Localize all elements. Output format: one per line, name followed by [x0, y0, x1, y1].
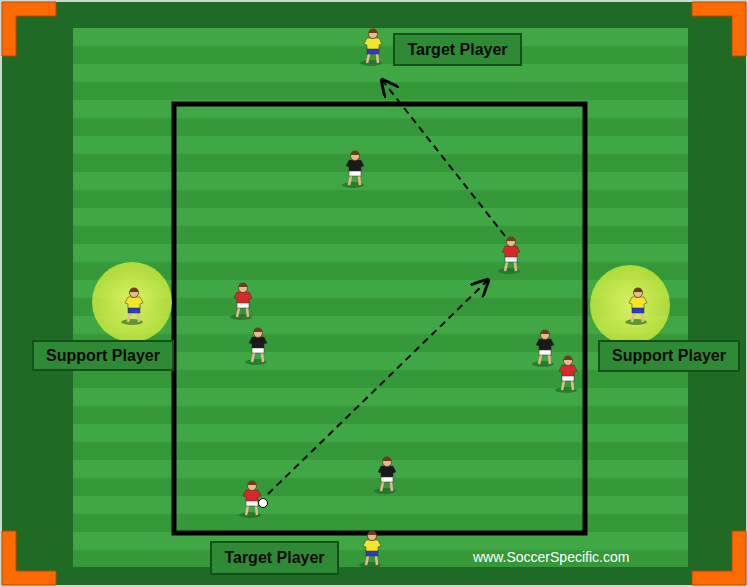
label-text: Target Player — [224, 549, 324, 567]
label-box: Support Player — [598, 340, 740, 372]
stripe — [73, 136, 688, 154]
players — [121, 29, 647, 569]
player-figure — [359, 531, 381, 569]
player-figure — [121, 288, 143, 326]
player-figure — [245, 328, 267, 366]
stripe — [73, 118, 688, 136]
watermark: www.SoccerSpecific.com — [473, 549, 629, 565]
pitch-stripes — [73, 28, 688, 567]
player-figure — [625, 288, 647, 326]
stripe — [73, 460, 688, 478]
player-figure — [532, 330, 554, 368]
label-box: Support Player — [32, 340, 174, 371]
label-box: Target Player — [210, 541, 339, 575]
stripe — [73, 64, 688, 82]
stripe — [73, 496, 688, 514]
player-figure — [555, 356, 577, 394]
stripe — [73, 46, 688, 64]
stripe — [73, 514, 688, 532]
grid-square — [174, 104, 585, 533]
stripe — [73, 424, 688, 442]
ball — [259, 499, 268, 508]
stripe — [73, 478, 688, 496]
player-figure — [342, 151, 364, 189]
label-text: Support Player — [46, 347, 160, 365]
stripe — [73, 208, 688, 226]
pass-arrows — [268, 80, 505, 494]
support-zone — [590, 265, 670, 345]
label-box: Target Player — [393, 33, 522, 66]
stripe — [73, 82, 688, 100]
stripe — [73, 244, 688, 262]
player-figure — [239, 481, 268, 519]
stripe — [73, 262, 688, 280]
stripe — [73, 406, 688, 424]
player-figure — [230, 283, 252, 321]
stripe — [73, 154, 688, 172]
stripe — [73, 388, 688, 406]
stripe — [73, 190, 688, 208]
stripe — [73, 172, 688, 190]
player-figure — [498, 237, 520, 275]
stripe — [73, 550, 688, 567]
player-figure — [360, 29, 382, 67]
stripe — [73, 442, 688, 460]
label-text: Target Player — [407, 41, 507, 59]
stripe — [73, 226, 688, 244]
support-zone — [92, 262, 172, 342]
label-text: Support Player — [612, 347, 726, 365]
player-figure — [374, 457, 396, 495]
